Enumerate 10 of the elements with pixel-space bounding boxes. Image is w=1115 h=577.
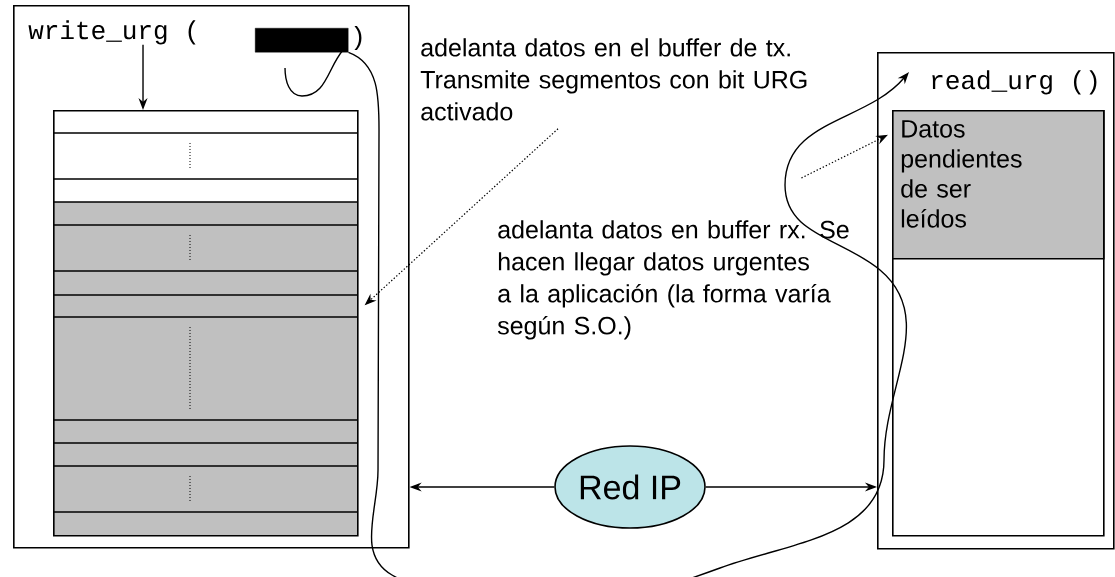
annotation-text: adelanta datos en el buffer de tx. Transmite segmentos con bit URG activado [420, 38, 807, 121]
buffer-segment: Datos pendientes de ser leídos [892, 110, 1105, 260]
curved-arrow [347, 51, 909, 577]
parenthesis: ) [354, 25, 362, 51]
buffer-stack [52, 110, 359, 537]
function-call: write_urg ( [28, 20, 196, 45]
function-call: read_urg () [932, 70, 1097, 95]
annotation-text: adelanta datos en buffer rx. Se hacen llegar datos urgentes a la aplicación (la forma varía según S.O.) [497, 220, 849, 340]
argument-bar [255, 28, 349, 53]
leader-line [800, 134, 888, 179]
